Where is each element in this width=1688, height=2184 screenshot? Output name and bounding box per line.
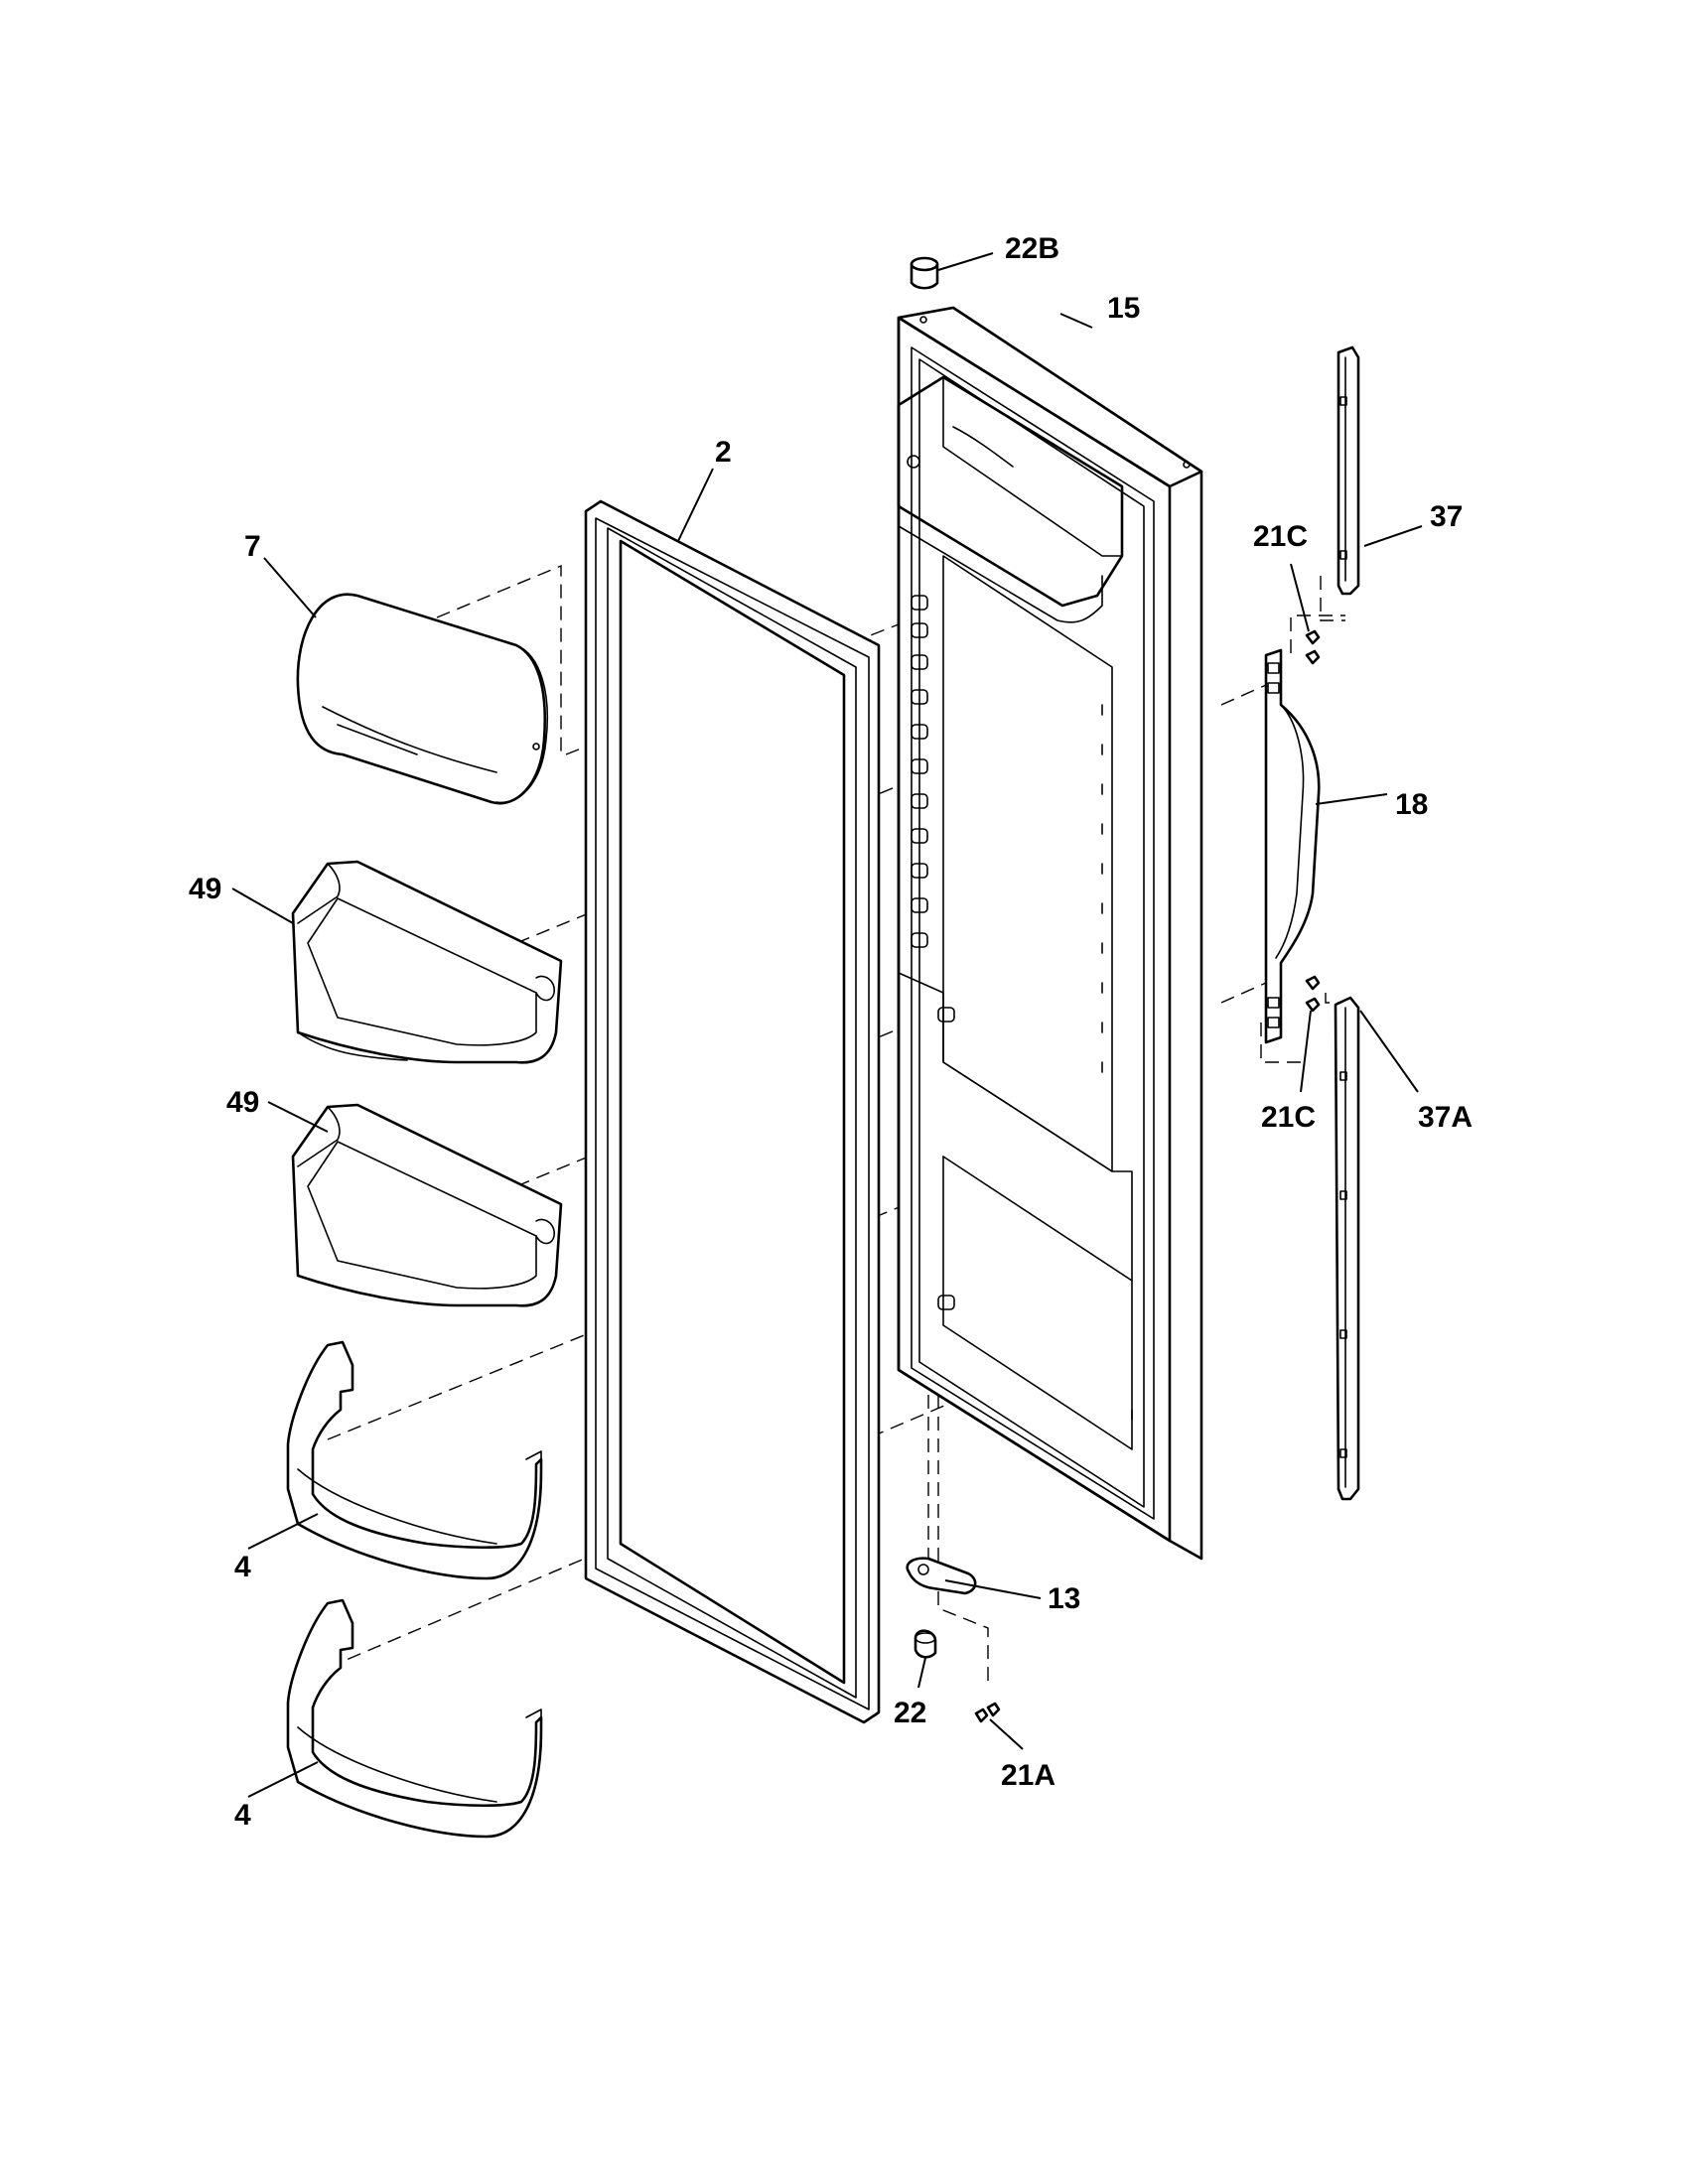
- callout-18: 18: [1395, 788, 1428, 821]
- door-assembly: [897, 306, 1203, 1561]
- callout-22: 22: [894, 1697, 926, 1729]
- handle-trim-lower: [1334, 996, 1360, 1501]
- callout-21C-top: 21C: [1253, 520, 1308, 553]
- callout-37: 37: [1430, 500, 1463, 533]
- callout-4-upper: 4: [234, 1551, 251, 1583]
- callout-4-lower: 4: [234, 1799, 251, 1832]
- callout-labels: 22B 15 2 7 37 21C 18 49 49 21C 37A 4 4 1…: [189, 232, 1473, 1832]
- door-shelf-lower: [286, 1598, 543, 1839]
- door-shelf-upper: [286, 1340, 543, 1580]
- door-bin-upper: [291, 860, 563, 1064]
- leader-lines: [231, 252, 1423, 1798]
- handle-screws-top: [1305, 629, 1321, 665]
- shelf-pegs: [911, 595, 1133, 1421]
- callout-13: 13: [1048, 1582, 1080, 1615]
- bottom-hinge: [906, 1557, 977, 1595]
- callout-37A: 37A: [1418, 1101, 1473, 1134]
- handle-screws-bottom: [1305, 975, 1321, 1013]
- callout-15: 15: [1107, 292, 1140, 325]
- door-handle: [1264, 648, 1321, 1044]
- callout-22B: 22B: [1005, 232, 1059, 265]
- handle-trim-upper: [1336, 345, 1360, 596]
- callout-21A: 21A: [1001, 1759, 1055, 1792]
- callout-49-upper: 49: [189, 873, 221, 905]
- callout-7: 7: [244, 530, 261, 563]
- hinge-bushing: [914, 1629, 937, 1659]
- door-bin-lower: [291, 1103, 563, 1307]
- dairy-door: [296, 593, 549, 805]
- callout-21C-bottom: 21C: [1261, 1101, 1316, 1134]
- callout-49-lower: 49: [226, 1086, 259, 1119]
- door-gasket: [584, 499, 881, 1724]
- callout-2: 2: [715, 436, 732, 469]
- hinge-pin-cover: [910, 256, 939, 290]
- hinge-screws: [974, 1702, 1001, 1723]
